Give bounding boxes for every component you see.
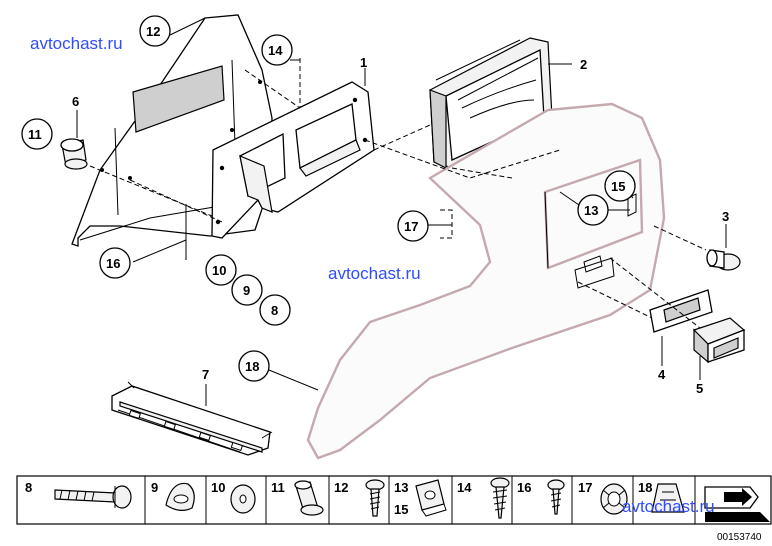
clip-nut-icon bbox=[415, 479, 447, 517]
screw-icon bbox=[365, 479, 385, 517]
legend-10: 10 bbox=[211, 480, 225, 495]
callout-16: 16 bbox=[106, 256, 120, 271]
small-screw-icon bbox=[547, 479, 565, 515]
bolt-icon bbox=[54, 485, 132, 509]
legend-18: 18 bbox=[638, 480, 652, 495]
spacer-sleeve[interactable] bbox=[60, 138, 88, 170]
legend-15: 15 bbox=[394, 502, 408, 517]
watermark-top: avtochast.ru bbox=[30, 34, 123, 53]
legend-8: 8 bbox=[25, 480, 32, 495]
expanding-rivet[interactable] bbox=[706, 249, 741, 271]
legend-12: 12 bbox=[334, 480, 348, 495]
callout-8: 8 bbox=[271, 303, 278, 318]
callout-12: 12 bbox=[146, 24, 160, 39]
callout-17: 17 bbox=[404, 219, 418, 234]
callout-13: 13 bbox=[584, 203, 598, 218]
clip-icon bbox=[651, 483, 685, 513]
spacer-icon bbox=[294, 480, 324, 516]
callout-6: 6 bbox=[72, 94, 79, 109]
document-id: 00153740 bbox=[717, 532, 762, 543]
arrow-symbol-icon bbox=[704, 486, 770, 522]
legend-9: 9 bbox=[151, 480, 158, 495]
callout-18: 18 bbox=[245, 359, 259, 374]
self-tapping-screw-icon bbox=[490, 477, 510, 519]
legend-17: 17 bbox=[578, 480, 592, 495]
legend-16: 16 bbox=[517, 480, 531, 495]
control-unit[interactable] bbox=[429, 37, 553, 169]
callout-10: 10 bbox=[212, 263, 226, 278]
callout-14: 14 bbox=[268, 43, 283, 58]
callout-15: 15 bbox=[611, 179, 625, 194]
callout-11: 11 bbox=[28, 127, 42, 142]
mounting-lines bbox=[89, 58, 707, 329]
mounting-bracket[interactable] bbox=[211, 81, 375, 239]
grommet-icon bbox=[165, 482, 195, 511]
callout-4: 4 bbox=[658, 367, 666, 382]
callout-2: 2 bbox=[580, 57, 587, 72]
legend-13: 13 bbox=[394, 480, 408, 495]
switch-frame[interactable] bbox=[649, 289, 713, 333]
legend-14: 14 bbox=[457, 480, 472, 495]
callout-7: 7 bbox=[202, 367, 209, 382]
hardware-legend-strip: 8 9 10 11 12 13 15 14 16 17 18 bbox=[16, 475, 772, 525]
callout-9: 9 bbox=[243, 283, 250, 298]
callout-circles bbox=[21, 15, 636, 382]
watermark-middle: avtochast.ru bbox=[328, 264, 421, 283]
watermark-bottom: avtochast.ru bbox=[622, 497, 715, 516]
callout-labels: 1 2 3 4 5 6 7 11 12 14 16 10 9 8 17 13 1… bbox=[28, 24, 729, 396]
washer-icon bbox=[230, 484, 256, 514]
push-nut-icon bbox=[600, 483, 628, 515]
callout-3: 3 bbox=[722, 209, 729, 224]
callout-5: 5 bbox=[696, 381, 703, 396]
callout-1: 1 bbox=[360, 55, 367, 70]
electronic-module[interactable] bbox=[111, 381, 273, 456]
switch[interactable] bbox=[692, 317, 746, 364]
legend-11: 11 bbox=[271, 480, 285, 495]
